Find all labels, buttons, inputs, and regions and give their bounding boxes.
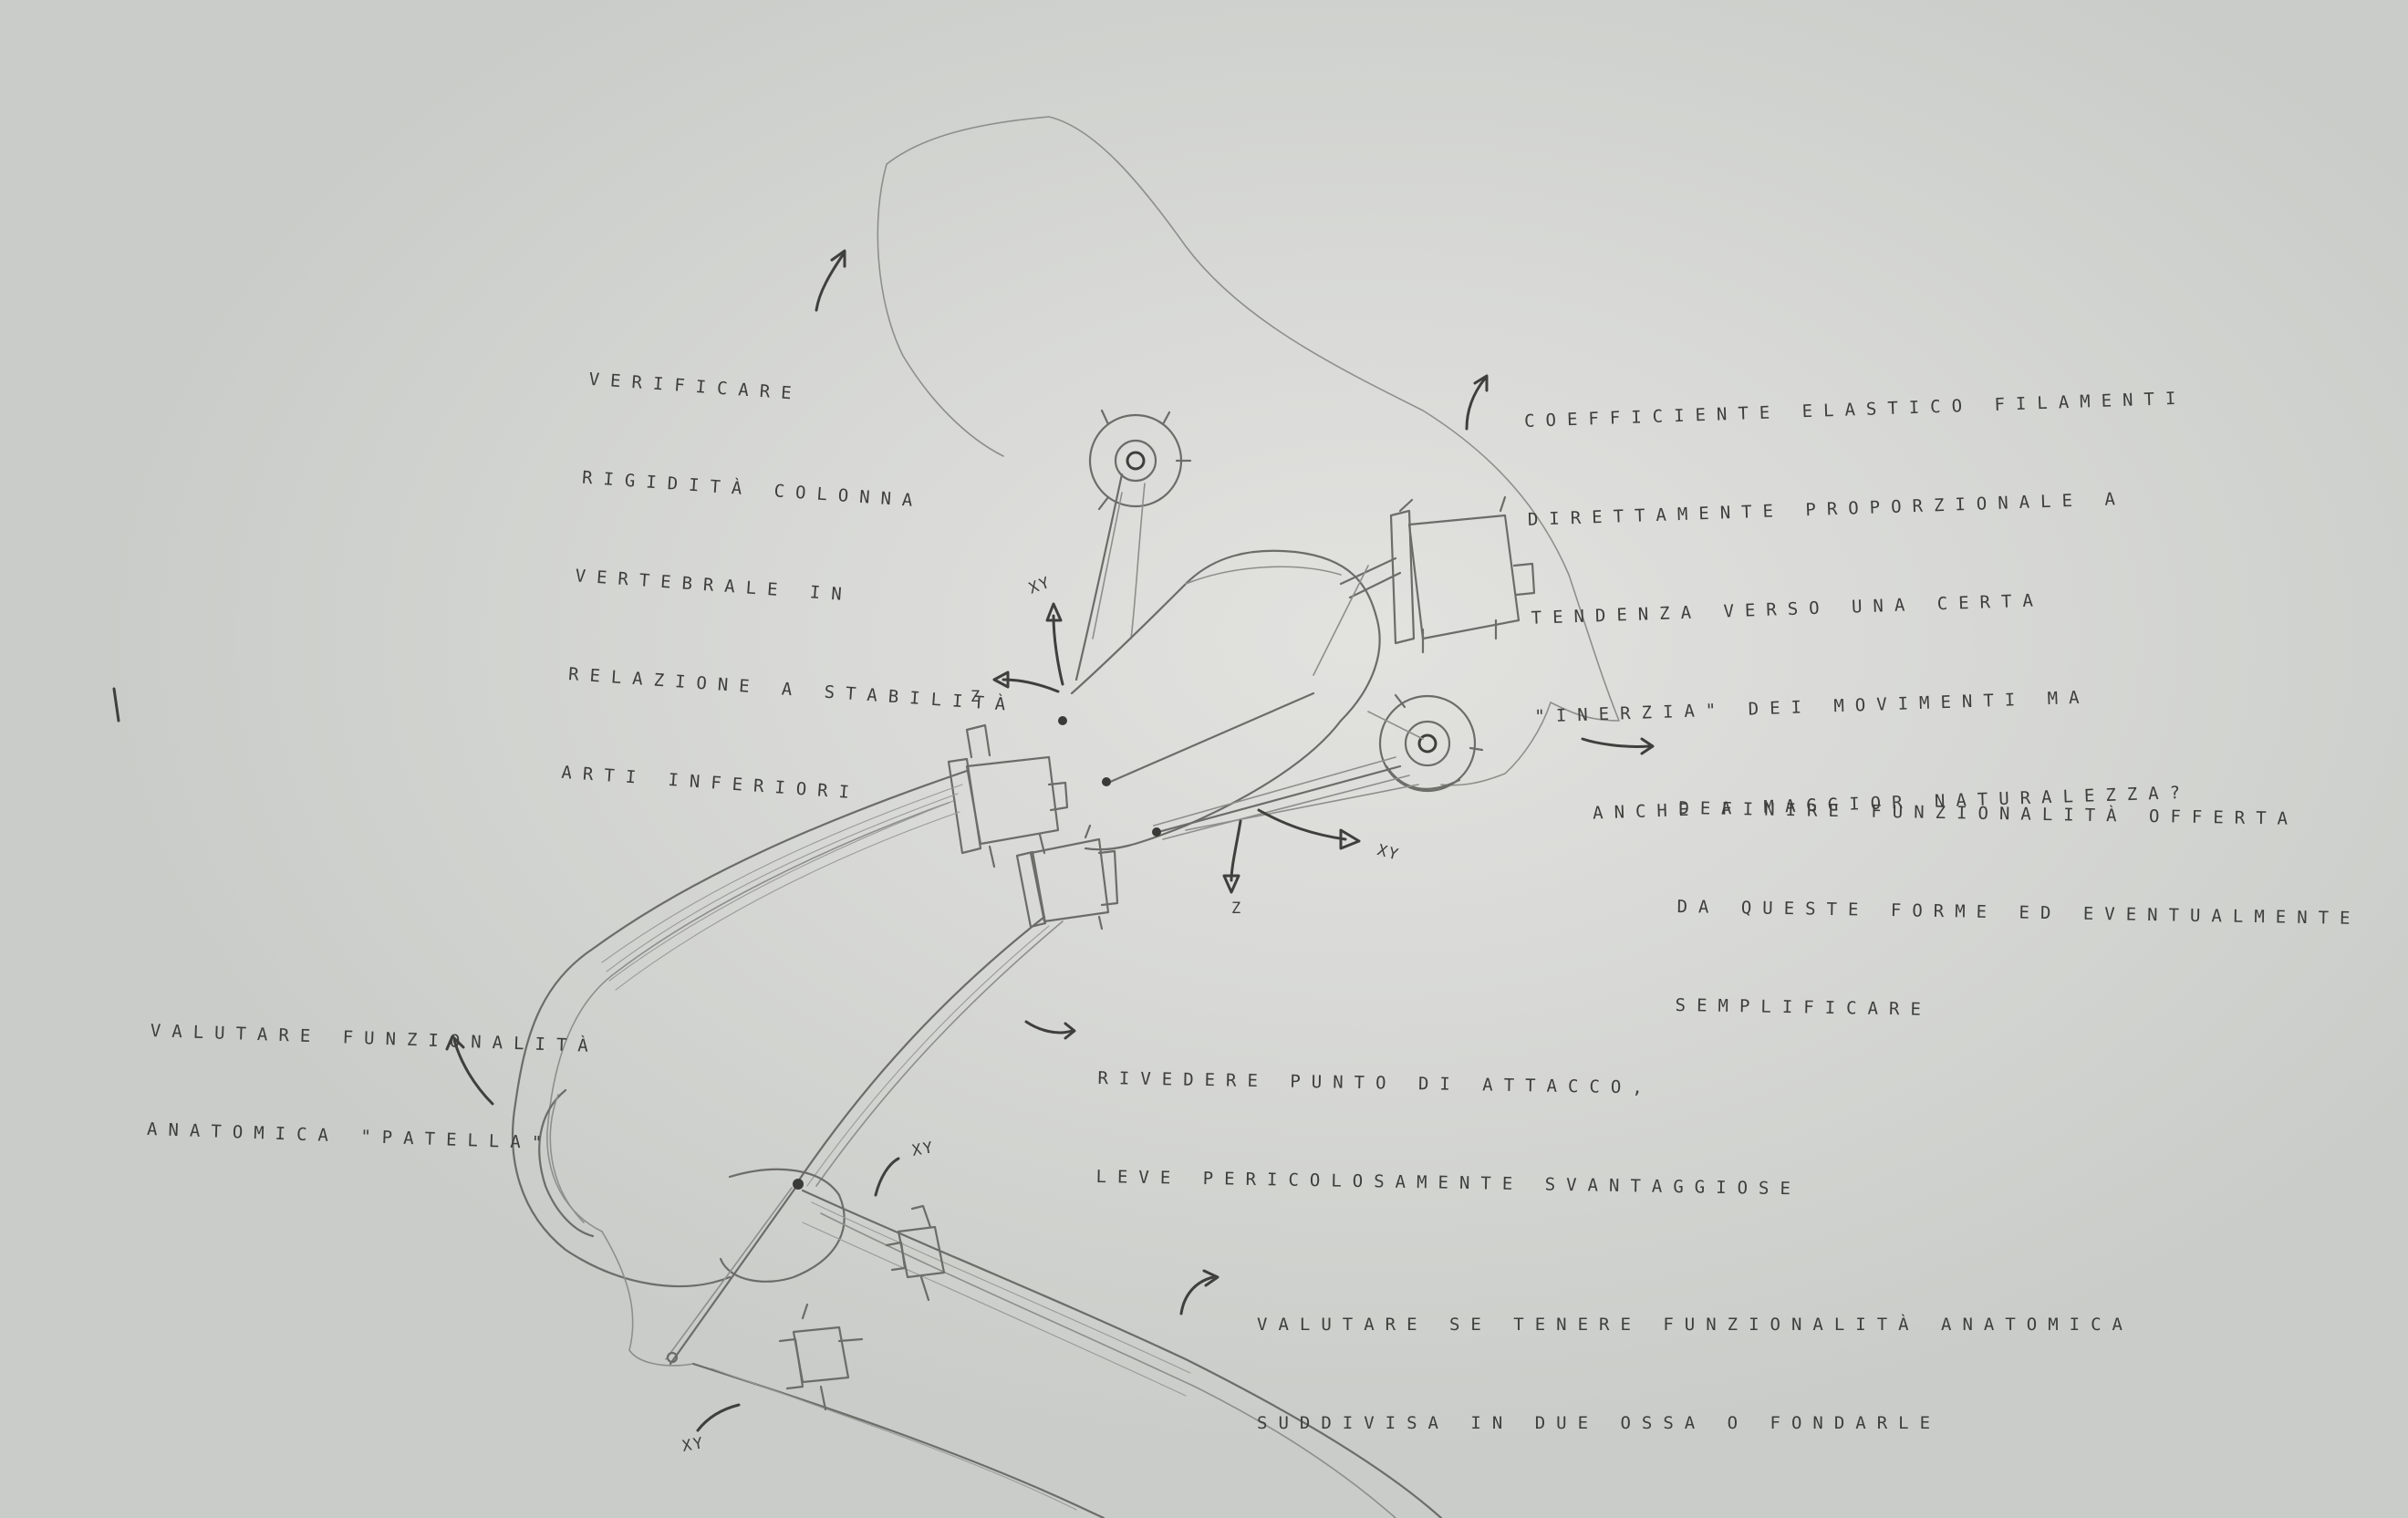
note-bones-line-2: SUDDIVISA IN DUE OSSA O FONDARLE: [1257, 1407, 2133, 1440]
note-elastic-line-3: TENDENZA VERSO UNA CERTA: [1531, 578, 2194, 634]
shin-actuator-upper: [887, 1206, 944, 1300]
note-spine-line-3: VERTEBRALE IN: [574, 559, 1024, 623]
tibia-lower: [693, 1364, 1104, 1518]
knee-actuator-lower: [1017, 826, 1117, 929]
hip-actuator: [1391, 497, 1534, 652]
note-patella-line-1: VALUTARE FUNZIONALITÀ: [150, 1014, 599, 1063]
note-patella: VALUTARE FUNZIONALITÀ ANATOMICA "PATELLA…: [144, 949, 602, 1227]
note-shape-line-1: DEFINIRE FUNZIONALITÀ OFFERTA: [1678, 792, 2363, 837]
upper-tendon: [1076, 474, 1122, 680]
note-spine-line-4: RELAZIONE A STABILITÀ: [567, 658, 1018, 722]
note-spine: VERIFICARE RIGIDITÀ COLONNA VERTEBRALE I…: [555, 297, 1043, 886]
note-spine-line-2: RIGIDITÀ COLONNA: [581, 462, 1032, 525]
note-elastic-line-4: "INERZIA" DEI MOVIMENTI MA: [1534, 677, 2197, 733]
axis-label-z-mid: Z: [1231, 899, 1242, 918]
note-spine-line-1: VERIFICARE: [587, 363, 1038, 427]
note-elastic-line-1: COEFFICIENTE ELASTICO FILAMENTI: [1524, 382, 2187, 438]
upper-pulley: [1090, 411, 1190, 509]
axis-label-xy-lower: XY: [680, 1434, 706, 1456]
note-spine-line-5: ARTI INFERIORI: [560, 756, 1011, 820]
thigh-rod: [1341, 558, 1400, 598]
knee-joint: [721, 1170, 845, 1282]
note-attach-line-1: RIVEDERE PUNTO DI ATTACCO,: [1097, 1062, 1803, 1107]
note-shape-line-2: DA QUESTE FORME ED EVENTUALMENTE: [1676, 890, 2361, 935]
note-bones: VALUTARE SE TENERE FUNZIONALITÀ ANATOMIC…: [1257, 1242, 2133, 1505]
shin-actuator-lower: [780, 1305, 862, 1409]
note-elastic-line-2: DIRETTAMENTE PROPORZIONALE A: [1527, 481, 2190, 536]
note-patella-line-2: ANATOMICA "PATELLA": [146, 1113, 596, 1161]
note-attach: RIVEDERE PUNTO DI ATTACCO, LEVE PERICOLO…: [1095, 996, 1804, 1271]
note-attach-line-2: LEVE PERICOLOSAMENTE SVANTAGGIOSE: [1095, 1160, 1801, 1205]
note-bones-line-1: VALUTARE SE TENERE FUNZIONALITÀ ANATOMIC…: [1257, 1308, 2133, 1341]
axis-label-xy-knee: XY: [910, 1138, 936, 1160]
axis-label-z-upper: Z: [970, 688, 981, 706]
